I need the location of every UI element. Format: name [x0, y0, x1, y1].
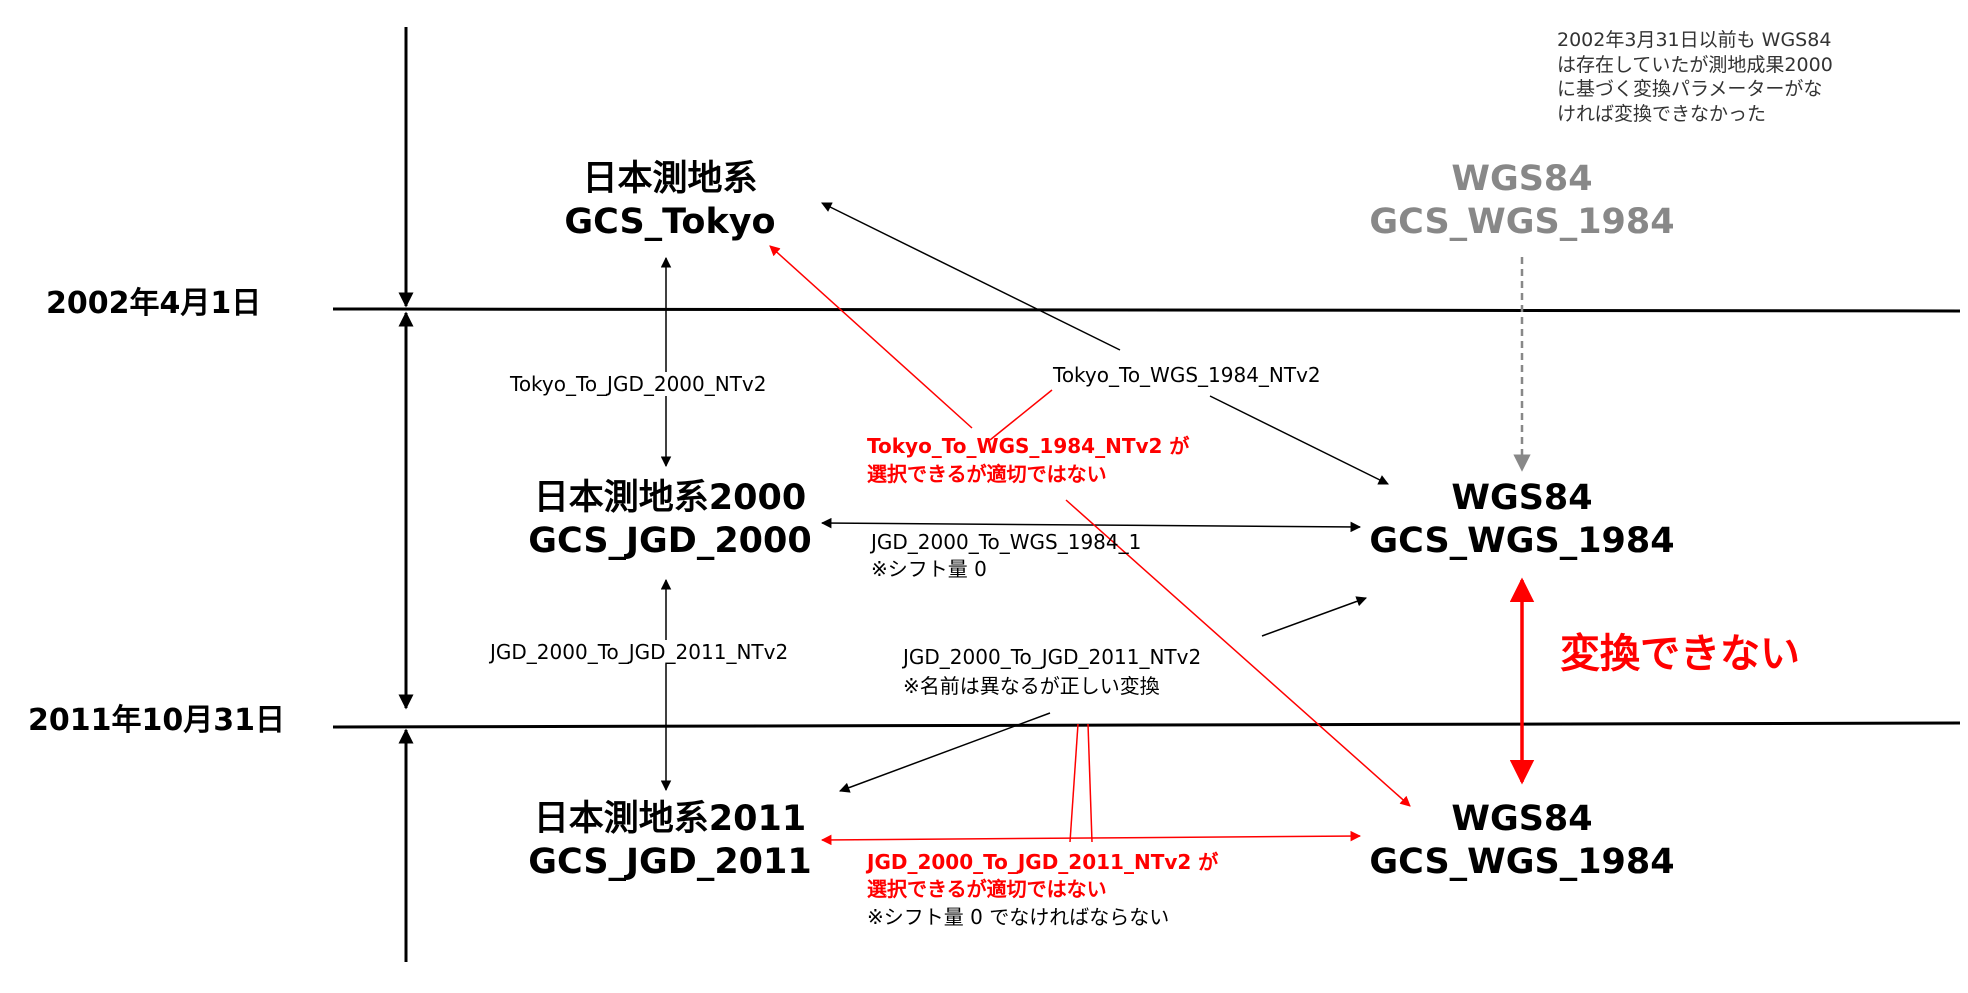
- node-wgs-new: WGS84 GCS_WGS_1984: [1362, 798, 1682, 883]
- node-wgs-new-name: WGS84: [1451, 799, 1593, 839]
- warning-jgd2011-line2: 選択できるが適切ではない: [867, 877, 1107, 901]
- node-wgs-old-code: GCS_WGS_1984: [1369, 201, 1675, 242]
- warning-tokyo-line1: Tokyo_To_WGS_1984_NTv2 が: [867, 434, 1190, 458]
- node-wgs-mid-code: GCS_WGS_1984: [1369, 520, 1675, 561]
- date-label-2011: 2011年10月31日: [28, 703, 285, 738]
- node-wgs-new-code: GCS_WGS_1984: [1369, 841, 1675, 882]
- note-line-2: は存在していたが測地成果2000: [1557, 53, 1833, 76]
- red-callout-tokyo: [989, 389, 1053, 441]
- label-jgd2000-wgs-1: JGD_2000_To_WGS_1984_1: [871, 530, 1142, 554]
- cannot-convert-label: 変換できない: [1560, 631, 1800, 677]
- node-jgd2011: 日本測地系2011 GCS_JGD_2011: [500, 798, 840, 883]
- label-tokyo-jgd2000: Tokyo_To_JGD_2000_NTv2: [506, 372, 771, 397]
- node-wgs-old: WGS84 GCS_WGS_1984: [1362, 158, 1682, 243]
- arrow-jgd2011-wgs-tail: [839, 712, 1051, 793]
- warning-jgd2011-line1: JGD_2000_To_JGD_2011_NTv2 が: [867, 850, 1219, 874]
- note-line-4: ければ変換できなかった: [1557, 103, 1767, 126]
- node-jgd2000-name: 日本測地系2000: [533, 478, 807, 518]
- node-jgd2000: 日本測地系2000 GCS_JGD_2000: [500, 477, 840, 562]
- label-jgd2011-wgs-1: JGD_2000_To_JGD_2011_NTv2: [903, 645, 1202, 669]
- node-jgd2000-code: GCS_JGD_2000: [528, 520, 812, 561]
- label-jgd2000-jgd2011: JGD_2000_To_JGD_2011_NTv2: [486, 640, 793, 665]
- timeline-divider-2011: [332, 721, 1961, 729]
- node-jgd2011-name: 日本測地系2011: [533, 799, 807, 839]
- node-tokyo: 日本測地系 GCS_Tokyo: [540, 158, 800, 243]
- arrow-jgd2000-wgs: [820, 517, 1362, 533]
- node-wgs-mid: WGS84 GCS_WGS_1984: [1362, 477, 1682, 562]
- warning-jgd2011-line3: ※シフト量 0 でなければならない: [867, 905, 1170, 929]
- red-callout-jgd2011-b: [1087, 723, 1093, 843]
- note-line-1: 2002年3月31日以前も WGS84: [1557, 29, 1832, 51]
- red-arrow-tokyo-wgs-new-tail: [1065, 499, 1411, 807]
- warning-tokyo-line2: 選択できるが適切ではない: [867, 462, 1107, 486]
- red-arrow-tokyo-wgs-new: [769, 245, 973, 429]
- red-arrow-jgd2011-wgs-new: [820, 830, 1362, 846]
- node-jgd2011-code: GCS_JGD_2011: [528, 841, 812, 882]
- node-tokyo-code: GCS_Tokyo: [564, 201, 776, 242]
- node-wgs-mid-name: WGS84: [1451, 478, 1593, 518]
- date-label-2002: 2002年4月1日: [46, 286, 262, 321]
- note-block: 2002年3月31日以前も WGS84 は存在していたが測地成果2000 に基づ…: [1557, 28, 1833, 127]
- red-callout-jgd2011-a: [1069, 723, 1079, 843]
- label-jgd2000-wgs-2: ※シフト量 0: [871, 557, 987, 581]
- note-line-3: に基づく変換パラメーターがな: [1557, 78, 1823, 101]
- arrow-tokyo-wgs-head: [821, 202, 1121, 351]
- label-tokyo-wgs: Tokyo_To_WGS_1984_NTv2: [1053, 363, 1321, 387]
- timeline-divider-2002: [332, 307, 1961, 313]
- label-jgd2011-wgs-2: ※名前は異なるが正しい変換: [903, 674, 1160, 698]
- node-tokyo-name: 日本測地系: [582, 159, 758, 199]
- arrow-tokyo-wgs-tail: [1209, 395, 1389, 485]
- arrow-jgd2011-wgs-head: [1261, 596, 1367, 637]
- node-wgs-old-name: WGS84: [1451, 159, 1593, 199]
